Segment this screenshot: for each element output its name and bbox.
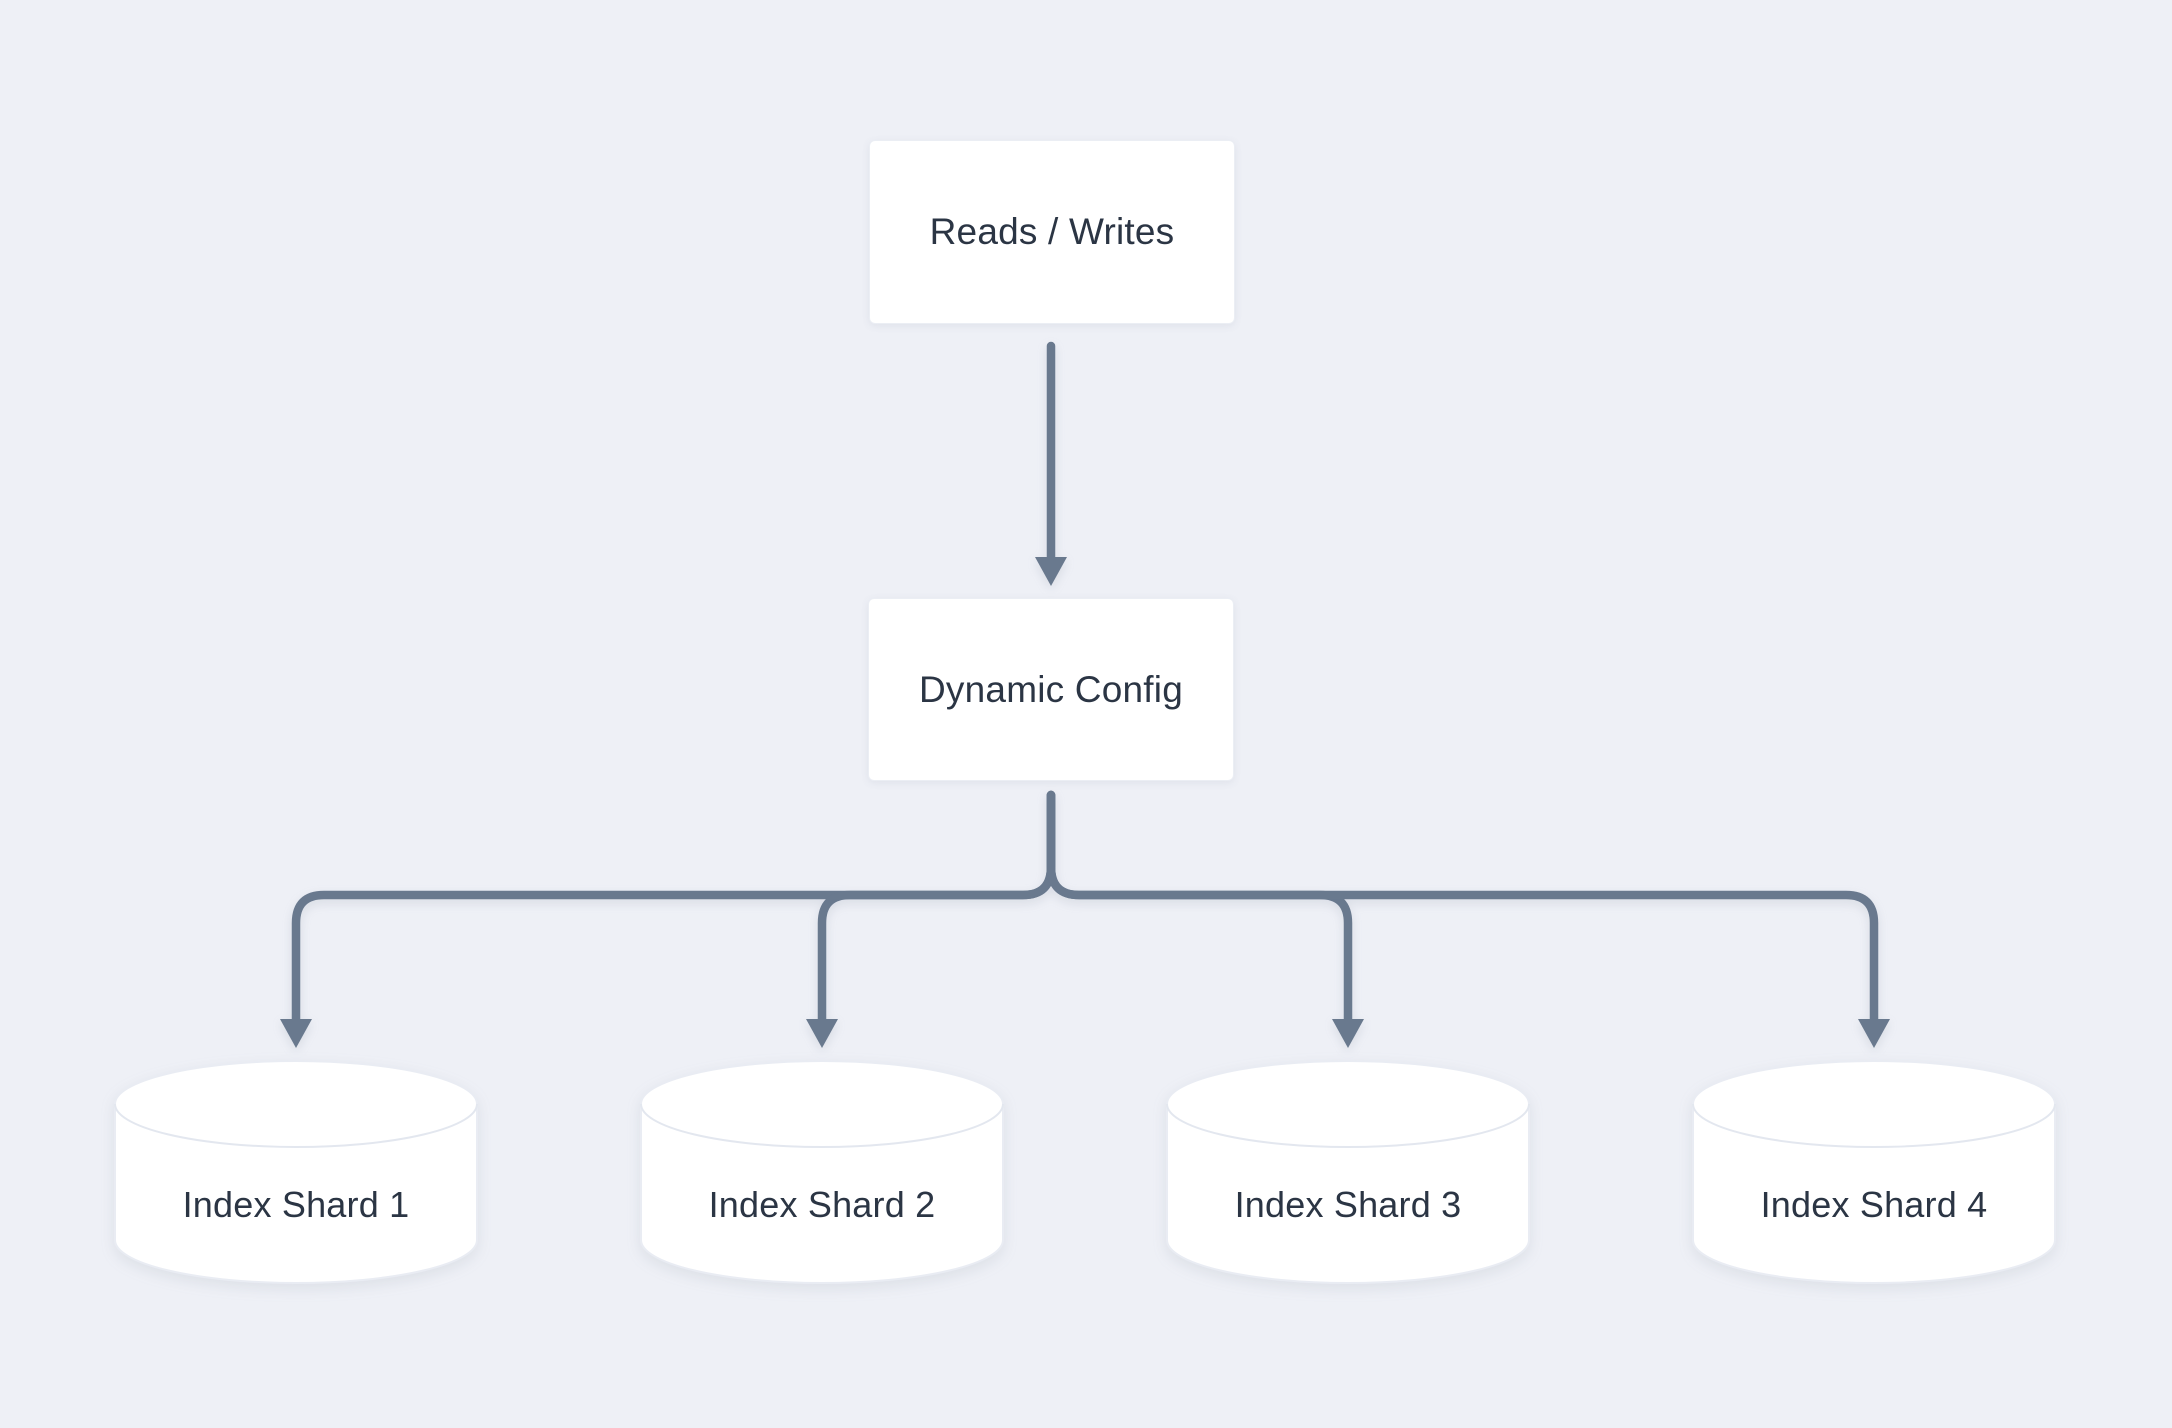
node-index-shard-1[interactable]: Index Shard 1 <box>112 1058 480 1286</box>
node-index-shard-1-label: Index Shard 1 <box>182 1184 410 1225</box>
node-reads-writes-label: Reads / Writes <box>929 211 1175 252</box>
connector-config-to-shard-2 <box>817 790 1056 1025</box>
node-index-shard-2[interactable]: Index Shard 2 <box>638 1058 1006 1286</box>
node-index-shard-4-label: Index Shard 4 <box>1760 1184 1988 1225</box>
database-cylinder-icon <box>1166 1060 1530 1284</box>
arrow-shard-1-head <box>280 1019 312 1048</box>
connector-config-to-shard-1 <box>291 790 1056 1025</box>
database-cylinder-icon <box>114 1060 478 1284</box>
node-dynamic-config[interactable]: Dynamic Config <box>868 598 1234 781</box>
arrow-shard-3-head <box>1332 1019 1364 1048</box>
node-index-shard-2-label: Index Shard 2 <box>708 1184 936 1225</box>
arrow-reads-to-config-head <box>1035 557 1067 586</box>
node-index-shard-3[interactable]: Index Shard 3 <box>1164 1058 1532 1286</box>
database-cylinder-icon <box>640 1060 1004 1284</box>
node-index-shard-4[interactable]: Index Shard 4 <box>1690 1058 2058 1286</box>
arrow-shard-4-head <box>1858 1019 1890 1048</box>
connector-config-to-shard-3 <box>1046 790 1353 1025</box>
node-dynamic-config-label: Dynamic Config <box>919 668 1183 710</box>
arrow-shard-2-head <box>806 1019 838 1048</box>
database-cylinder-icon <box>1692 1060 2056 1284</box>
node-index-shard-3-label: Index Shard 3 <box>1234 1184 1462 1225</box>
connector-config-to-shard-4 <box>1046 790 1879 1025</box>
node-reads-writes[interactable]: Reads / Writes <box>869 140 1235 324</box>
